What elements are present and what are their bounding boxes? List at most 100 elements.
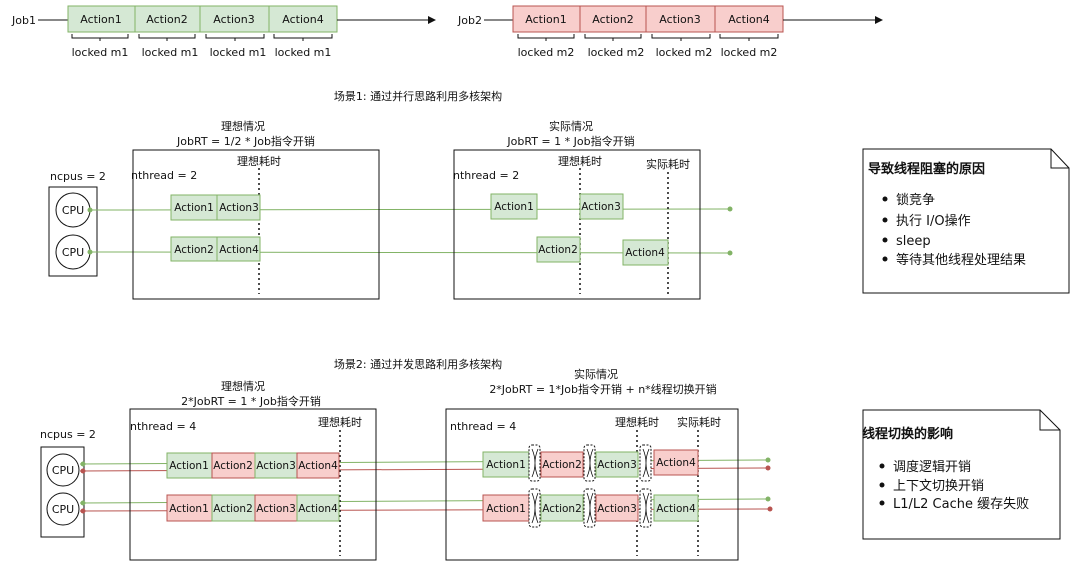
job2-lock-2: locked m2: [588, 46, 645, 59]
scene2-ideal-row2-action4: [296, 494, 340, 522]
context-switch-icon: [528, 488, 541, 528]
note1-title: 导致线程阻塞的原因: [868, 161, 985, 177]
scene2-title: 场景2: 通过并发思路利用多核架构: [334, 357, 502, 371]
scene1-ideal-action2: [170, 236, 218, 262]
job2-action1-label: Action1: [525, 13, 566, 26]
scene1-ideal-formula: JobRT = 1/2 * Job指令开销: [176, 134, 315, 148]
note1-item-2: 执行 I/O操作: [896, 213, 971, 229]
note-thread-switch-impact: 线程切换的影响 调度逻辑开销 上下文切换开销 L1/L2 Cache 缓存失败: [862, 409, 1061, 540]
scene1-cpu-2-label: CPU: [62, 246, 84, 259]
scene2-actual-row2-action1: [482, 494, 530, 522]
scene2-actual-box: [445, 408, 739, 561]
scene2-ideal-row1-action3: [254, 452, 298, 479]
job2-brace-3: [651, 34, 711, 41]
job1-brace-2: [138, 34, 196, 41]
scene1-actual-actual-time: 实际耗时: [646, 157, 690, 171]
scene2-ideal-formula: 2*JobRT = 1 * Job指令开销: [181, 394, 321, 408]
scene1-actual-action2-label: Action2: [538, 244, 578, 256]
job1-brace-1: [71, 34, 129, 41]
note1-item-1: 锁竞争: [896, 192, 935, 208]
note2-item-3: L1/L2 Cache 缓存失败: [893, 497, 1029, 512]
context-switch-icon: [583, 488, 596, 528]
scene2-ideal-row1-action4-label: Action4: [298, 460, 338, 472]
job1-action1-label: Action1: [80, 13, 121, 26]
scene2-actual-actual-time: 实际耗时: [677, 415, 721, 429]
job1-action2-label: Action2: [146, 13, 187, 26]
scene2-actual-row1-action2: [540, 451, 584, 478]
job2-brace-1: [517, 34, 575, 41]
scene2-actual-ideal-time: 理想耗时: [615, 415, 659, 429]
job2-action1: [512, 5, 581, 33]
scene1-ideal-nthread: nthread = 2: [131, 169, 197, 182]
note2-item-1: 调度逻辑开销: [893, 459, 971, 475]
job2-lock-3: locked m2: [656, 46, 713, 59]
scene1-actual-title: 实际情况: [549, 119, 593, 133]
scene2-ideal-row2-action3: [254, 494, 298, 522]
scene2-cpu-2-label: CPU: [52, 503, 74, 516]
job1-brace-4: [273, 34, 333, 41]
scene2-cpu-2: [46, 492, 80, 526]
scene1-ideal-action3-label: Action3: [219, 202, 259, 214]
scene1-ideal-title: 理想情况: [221, 119, 265, 133]
scene1-ideal-action1-label: Action1: [174, 202, 214, 214]
job1-action4: [268, 5, 338, 33]
scene1-actual-action4: [622, 239, 669, 266]
job1-action3-label: Action3: [213, 13, 254, 26]
scene2-cpu-1: [46, 453, 80, 487]
scene2-ideal-nthread: nthread = 4: [130, 420, 196, 433]
scene1-actual-action3-label: Action3: [581, 201, 621, 213]
scene1-cpu-container: [48, 186, 98, 277]
note1-item-4: 等待其他线程处理结果: [896, 252, 1026, 268]
scene2-ideal-row1-action1-label: Action1: [169, 460, 209, 472]
scene2-actual-row1-action1-label: Action1: [486, 459, 526, 471]
scene2-actual-row1-action3-label: Action3: [597, 459, 637, 471]
scene2-cpu-1-label: CPU: [52, 464, 74, 477]
job2-action3-label: Action3: [659, 13, 700, 26]
scene2-actual-row2-action4-label: Action4: [656, 503, 696, 515]
job1-action2: [134, 5, 201, 33]
scene1-actual-action1-label: Action1: [494, 201, 534, 213]
context-switch-icon: [639, 444, 652, 482]
scene1-actual-action2: [536, 236, 581, 263]
job2-brace-4: [719, 34, 779, 41]
job1-lock-3: locked m1: [210, 46, 267, 59]
context-switch-icon: [639, 488, 652, 528]
context-switch-icon: [528, 444, 541, 482]
job1-action4-label: Action4: [282, 13, 323, 26]
job2-lock-4: locked m2: [721, 46, 778, 59]
scene1-ncpus: ncpus = 2: [50, 170, 106, 183]
job1-lock-1: locked m1: [72, 46, 129, 59]
scene1-actual-nthread: nthread = 2: [453, 169, 519, 182]
job2-label: Job2: [457, 14, 482, 27]
note1-item-3: sleep: [896, 234, 931, 249]
scene2-ideal-row1-action2-label: Action2: [213, 460, 253, 472]
scene2-actual-formula: 2*JobRT = 1*Job指令开销 + n*线程切换开销: [489, 382, 716, 396]
job2-action2: [579, 5, 647, 33]
scene2-actual-row2-action3-label: Action3: [597, 503, 637, 515]
note-blocking-reasons: 导致线程阻塞的原因 锁竞争 执行 I/O操作 sleep 等待其他线程处理结果: [862, 148, 1070, 294]
job2-action4: [714, 5, 784, 33]
scene1-ideal-action2-label: Action2: [174, 244, 214, 256]
job2-timeline: Job2 Action1 Action2 Action3 Action4 loc…: [457, 5, 883, 59]
job2-action2-label: Action2: [592, 13, 633, 26]
scene1-cpu-1-label: CPU: [62, 204, 84, 217]
scene2-ideal-row1-action4: [296, 452, 340, 479]
scene1-ideal-action4: [216, 236, 261, 262]
context-switch-icons: [528, 444, 652, 528]
scene1-actual-box: [453, 149, 701, 300]
scene2-ideal-box: [129, 408, 377, 561]
job1-label: Job1: [11, 14, 36, 27]
scene2-actual-row1-action3: [595, 451, 639, 478]
scene1-ideal-action4-label: Action4: [219, 244, 259, 256]
scene2-ideal-title: 理想情况: [221, 379, 265, 393]
scene2-ideal-row2-action4-label: Action4: [298, 503, 338, 515]
scene2-ideal-time: 理想耗时: [318, 415, 362, 429]
scene2-actual-row1-action4: [653, 449, 699, 476]
note2-item-2: 上下文切换开销: [893, 479, 984, 494]
note2-title: 线程切换的影响: [862, 426, 953, 442]
scene2-ncpus: ncpus = 2: [40, 428, 96, 441]
scene2-actual-row2-action1-label: Action1: [486, 503, 526, 515]
scene1-actual-formula: JobRT = 1 * Job指令开销: [506, 134, 634, 148]
scene1-ideal-time: 理想耗时: [237, 154, 281, 168]
